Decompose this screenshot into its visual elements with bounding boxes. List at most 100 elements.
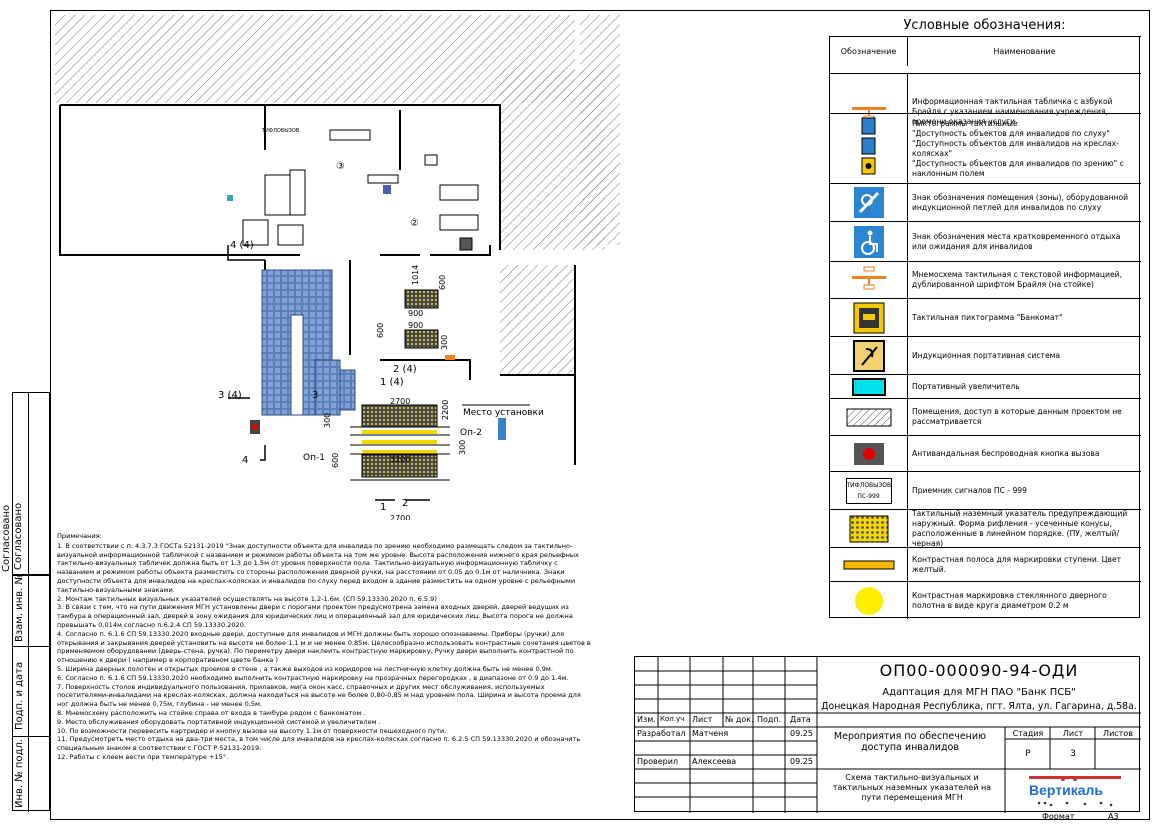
- legend-text-9: Антивандальная беспроводная кнопка вызов…: [912, 448, 1100, 458]
- section-label-3: 3: [312, 390, 318, 401]
- format-label: Формат: [1042, 812, 1075, 821]
- dim-600-a: 600: [438, 275, 447, 290]
- legend-row-6: Индукционная портативная система: [830, 336, 1141, 374]
- contrast-strip-2: [362, 440, 437, 444]
- legend-text-10: Приемник сигналов ПС - 999: [912, 485, 1027, 495]
- legend-row-8: Помещения, доступ в которые данным проек…: [830, 398, 1141, 435]
- legend-row-4: Мнемосхема тактильная с текстовой информ…: [830, 261, 1141, 298]
- hdr-list: Лист: [692, 715, 713, 724]
- legend-row-7: Портативный увеличитель: [830, 374, 1141, 398]
- logo-mark-icon: [1029, 776, 1121, 807]
- note-item: 1. В соответствии с п. 4.3.7.3 ГОСТа 521…: [57, 541, 579, 594]
- op1-label: Оп-1: [303, 453, 325, 463]
- drawing-frame: [50, 10, 1150, 820]
- legend-text-11: Тактильный наземный указатель предупрежд…: [912, 508, 1128, 548]
- legend-header: Обозначение Наименование: [830, 36, 1141, 66]
- mnemonic-scheme-icon: [852, 266, 886, 290]
- magnifier-icon: [852, 378, 886, 396]
- legend-row-9: Антивандальная беспроводная кнопка вызов…: [830, 435, 1141, 471]
- inv-podl-label: Инв. № подл.: [14, 739, 25, 808]
- legend-text-13: Контрастная маркировка стеклянного дверн…: [912, 590, 1107, 610]
- hatch-area-icon: [846, 408, 892, 427]
- role-checker: Проверил: [637, 757, 679, 766]
- legend-text-2: Знак обозначения помещения (зоны), обору…: [912, 192, 1129, 212]
- hdr-data: Дата: [790, 715, 811, 724]
- legend-row-1: Пиктограммы тактильные "Доступность объе…: [830, 113, 1141, 183]
- legend-row-13: Контрастная маркировка стеклянного дверн…: [830, 581, 1141, 619]
- dim-600-b: 600: [376, 323, 385, 338]
- floor-plan: ТИФЛОВЫЗОВ ③ ② 4 (4) 3 (4) 3 4 2 (4): [55, 15, 620, 520]
- hdr-koluch: Кол.уч: [660, 715, 685, 723]
- dim-900-a: 900: [408, 309, 423, 318]
- hatched-area-lower-right: [500, 265, 575, 375]
- section-lines: [227, 245, 430, 501]
- note-item: 11. Предусмотреть место отдыха на два-тр…: [57, 735, 581, 753]
- mesto-label: Место установки: [463, 408, 544, 418]
- room2-label: ②: [410, 218, 419, 229]
- furniture: [242, 129, 479, 251]
- note-item: 5. Ширина дверных полотен и открытых про…: [57, 664, 553, 673]
- role-developer: Разработал: [637, 729, 686, 738]
- date-checker: 09.25: [790, 757, 813, 766]
- company-name: Вертикаль: [1029, 782, 1104, 798]
- date-developer: 09.25: [790, 729, 813, 738]
- dim-2200: 2200: [441, 400, 450, 420]
- list-value: 3: [1070, 749, 1076, 759]
- legend-row-11: Тактильный наземный указатель предупрежд…: [830, 508, 1141, 548]
- mnemonic-stand: [445, 355, 455, 360]
- tactile-pictograms-icon: [861, 117, 876, 175]
- project-title: Адаптация для МГН ПАО "Банк ПСБ": [882, 687, 1076, 698]
- section-label-44: 4 (4): [230, 240, 254, 251]
- vzam-inv-label: Взам. инв. №: [14, 574, 25, 642]
- legend-table: Обозначение Наименование Информационная …: [829, 36, 1141, 619]
- name-checker: Алексеева: [692, 757, 737, 766]
- dim-2700-a: 2700: [390, 397, 410, 406]
- legend-text-7: Портативный увеличитель: [912, 381, 1020, 391]
- tactile-ground-mid: [404, 329, 439, 349]
- yellow-circle-icon: [855, 587, 883, 615]
- note-item: 2. Монтаж тактильных визуальных указател…: [57, 594, 437, 603]
- tiflo-plan-label: ТИФЛОВЫЗОВ: [261, 128, 300, 134]
- section-label-2: 2: [402, 498, 408, 509]
- hearing-loop-sign-icon: [854, 187, 884, 218]
- section-label-14: 1 (4): [380, 377, 404, 388]
- tactile-path-blue: [261, 269, 356, 416]
- receiver-icon: ТИФЛОВЫЗОВ ПС-999: [845, 477, 892, 504]
- receiver-plan-marker: [383, 185, 391, 194]
- contrast-strip-3: [362, 450, 437, 454]
- dim-900-b: 900: [408, 321, 423, 330]
- legend-col-name: Наименование: [993, 47, 1056, 56]
- dim-300-a: 300: [440, 335, 449, 350]
- wheelchair-rest-sign-icon: [854, 226, 884, 258]
- hdr-izm: Изм.: [637, 715, 656, 724]
- soglasovano-label: Согласовано: [1, 504, 12, 572]
- document-code: ОП00-000090-94-ОДИ: [879, 661, 1079, 680]
- note-item: 12. Работы с клеем вести при температуре…: [57, 752, 229, 761]
- legend-text-0: Информационная тактильная табличка с азб…: [912, 97, 1113, 126]
- legend-text-3: Знак обозначения места кратковременного …: [912, 231, 1121, 251]
- legend-row-10: ТИФЛОВЫЗОВ ПС-999 Приемник сигналов ПС -…: [830, 471, 1141, 509]
- tactile-ground-steps-2: [361, 454, 438, 478]
- section-label-24: 2 (4): [393, 364, 417, 375]
- section-label-1: 1: [380, 502, 386, 513]
- atm-pictogram-icon: [853, 302, 885, 334]
- hdr-list2: Лист: [1062, 729, 1084, 738]
- side-stamp-bottom: [12, 575, 51, 812]
- note-item: 7. Поверхность столов индивидуального по…: [57, 682, 581, 709]
- notes-block: Примечания: 1. В соответствии с п. 4.3.7…: [57, 532, 591, 762]
- side-stamp-top: Согласовано: [1, 392, 50, 576]
- hdr-listov: Листов: [1103, 729, 1133, 738]
- stadia-value: Р: [1025, 749, 1031, 759]
- note-item: 3. В связи с тем, что на пути движения М…: [57, 603, 573, 629]
- pictogram-stand: [498, 418, 506, 440]
- hatched-area-top-left: [55, 15, 575, 103]
- note-item: 9. Место обслуживания оборудовать портат…: [57, 717, 381, 726]
- legend-text-1: Пиктограммы тактильные "Доступность объе…: [912, 118, 1124, 178]
- dim-600-c: 600: [331, 453, 340, 468]
- dim-3200: 3200: [390, 455, 410, 464]
- legend-text-8: Помещения, доступ в которые данным проек…: [912, 407, 1122, 426]
- hdr-ndok: № док.: [725, 715, 754, 724]
- legend-row-12: Контрастная полоса для маркировки ступен…: [830, 547, 1141, 581]
- dim-300-b: 300: [323, 413, 332, 428]
- legend-text-5: Тактильная пиктограмма "Банкомат": [912, 312, 1063, 322]
